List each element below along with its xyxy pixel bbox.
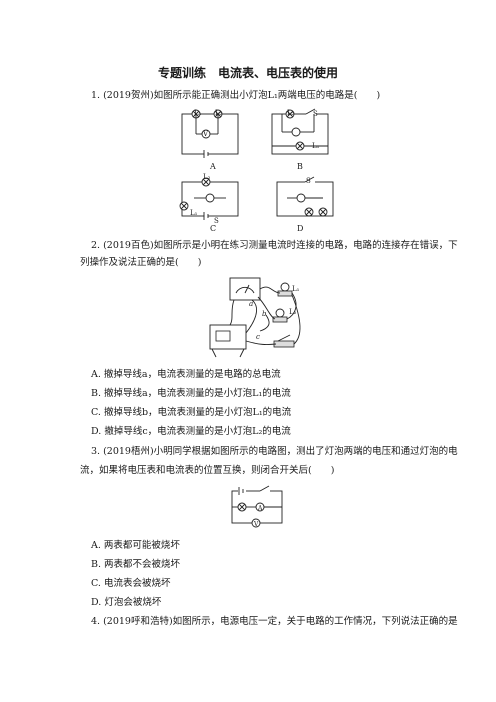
q2-stem-line2: 列操作及说法正确的是( ) xyxy=(80,257,202,268)
q1c-l2-label: L₂ xyxy=(203,173,211,181)
q2-wire-b-label: b xyxy=(262,310,267,318)
q3-option-d: D. 灯泡会被烧坏 xyxy=(91,597,162,608)
q3-option-b: B. 两表都不会被烧坏 xyxy=(91,559,181,570)
q2-stem-line1: 2. (2019百色)如图所示是小明在练习测量电流时连接的电路，电路的连接存在错… xyxy=(91,240,458,251)
page-title: 专题训练 电流表、电压表的使用 xyxy=(157,66,338,80)
q3-stem-line1: 3. (2019梧州)小明同学根据如图所示的电路图，测出了灯泡两端的电压和通过灯… xyxy=(91,446,458,457)
q1d-s-label: S xyxy=(306,177,311,185)
q1a-v-label: V xyxy=(203,130,209,138)
q4-stem-line1: 4. (2019呼和浩特)如图所示，电源电压一定，关于电路的工作情况，下列说法正… xyxy=(91,616,458,627)
q2-l2-label: L₂ xyxy=(289,308,297,316)
q1c-s-label: S xyxy=(214,217,219,225)
q1-circuit-a xyxy=(181,109,239,159)
q3-option-c: C. 电流表会被烧坏 xyxy=(91,578,171,589)
q2-option-b: B. 撤掉导线a，电流表测量的是小灯泡L₁的电流 xyxy=(91,388,291,399)
q3-stem-line2: 流，如果将电压表和电流表的位置互换，则闭合开关后( ) xyxy=(80,465,335,476)
q1-option-c-label: C xyxy=(210,224,217,233)
q1b-l1-label: L₁ xyxy=(312,142,320,150)
q1-option-a-label: A xyxy=(210,162,216,171)
q2-wire-c-label: c xyxy=(256,333,260,341)
q2-wire-a-label: a xyxy=(249,300,254,308)
q1a-l2-label: L₂ xyxy=(215,109,223,117)
q3-circuit xyxy=(231,485,283,528)
q1-stem: 1. (2019贺州)如图所示能正确测出小灯泡L₁两端电压的电路是( ) xyxy=(91,90,381,101)
q2-option-d: D. 撤掉导线c，电流表测量的是小灯泡L₂的电流 xyxy=(91,426,291,437)
q1-circuit-d xyxy=(276,176,334,217)
q1b-l2-label: L₂ xyxy=(287,109,295,117)
q1-option-b-label: B xyxy=(297,162,303,171)
q1b-s-label: S xyxy=(313,110,318,118)
q1-option-d-label: D xyxy=(297,224,304,233)
q3-voltmeter-label: V xyxy=(254,521,259,528)
q1-circuit-b xyxy=(271,108,329,155)
q3-option-a: A. 两表都可能被烧坏 xyxy=(91,540,180,551)
q2-apparatus-figure xyxy=(209,277,301,358)
q2-option-a: A. 撤掉导线a，电流表测量的是电路的总电流 xyxy=(91,369,281,380)
q2-l1-label: L₁ xyxy=(292,285,300,293)
q1-circuit-c xyxy=(179,177,239,221)
q1c-l1-label: L₁ xyxy=(190,209,198,217)
q1a-l1-label: L₁ xyxy=(194,109,202,117)
q2-option-c: C. 撤掉导线b，电流表测量的是小灯泡L₁的电流 xyxy=(91,407,292,418)
q3-ammeter-label: A xyxy=(258,505,263,512)
